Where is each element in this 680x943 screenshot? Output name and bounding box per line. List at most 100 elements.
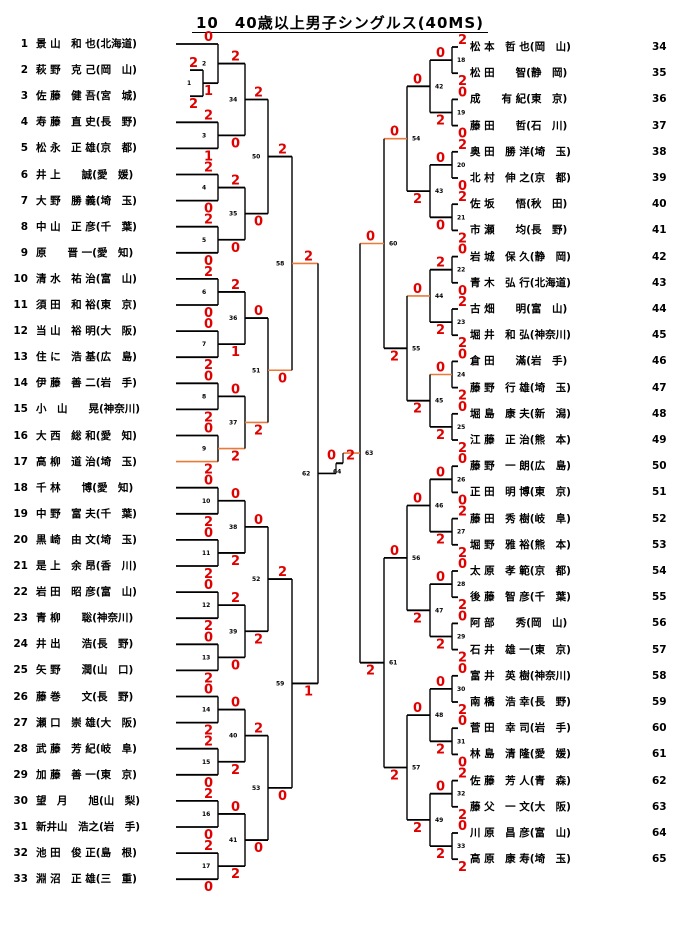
score-label: 0 (458, 493, 467, 508)
match-number: 29 (457, 634, 465, 641)
match-number: 3 (202, 132, 206, 139)
score-label: 0 (436, 218, 445, 233)
player-name: 高 柳 道 治(埼 玉) (36, 455, 137, 468)
score-label: 2 (204, 787, 213, 802)
score-label: 0 (231, 136, 240, 151)
player-number: 33 (13, 873, 28, 886)
player-name: 石 井 雄 一(東 京) (470, 643, 571, 656)
player-name: 井 上 誠(愛 媛) (36, 168, 134, 181)
player-number: 18 (13, 481, 28, 494)
player-number: 10 (13, 272, 28, 285)
score-label: 2 (458, 231, 467, 246)
score-label: 2 (458, 295, 467, 310)
score-label: 2 (231, 591, 240, 606)
score-label: 2 (304, 249, 313, 264)
player-number: 12 (13, 325, 28, 338)
player-name: 萩 野 克 己(岡 山) (36, 64, 137, 77)
score-label: 2 (436, 428, 445, 443)
score-label: 0 (458, 557, 467, 572)
match-number: 38 (229, 524, 237, 531)
score-label: 2 (436, 638, 445, 653)
player-number: 63 (652, 800, 667, 813)
score-label: 2 (204, 463, 213, 478)
match-number: 40 (229, 733, 237, 740)
match-number: 14 (202, 707, 210, 714)
score-label: 2 (204, 619, 213, 634)
score-label: 0 (436, 46, 445, 61)
score-label: 0 (278, 371, 287, 386)
match-number: 31 (457, 738, 465, 745)
match-number: 44 (435, 293, 443, 300)
score-label: 0 (413, 72, 422, 87)
score-label: 0 (458, 347, 467, 362)
player-name: 是 上 余 昂(香 川) (36, 560, 137, 572)
score-label: 0 (204, 317, 213, 332)
player-number: 1 (20, 38, 28, 50)
match-number: 64 (333, 468, 341, 475)
score-label: 0 (458, 609, 467, 624)
player-name: 菅 田 幸 司(岩 手) (470, 722, 571, 735)
player-number: 44 (652, 303, 667, 315)
player-number: 37 (652, 119, 667, 132)
player-name: 瀬 口 崇 雄(大 阪) (36, 716, 137, 729)
player-number: 16 (13, 429, 28, 442)
score-label: 0 (413, 492, 422, 507)
score-label: 0 (458, 85, 467, 100)
score-label: 2 (436, 256, 445, 271)
player-number: 2 (20, 64, 28, 77)
player-number: 64 (652, 827, 667, 839)
score-label: 1 (231, 345, 240, 360)
player-name: 佐 藤 健 吾(宮 城) (36, 90, 137, 103)
match-number: 42 (435, 83, 443, 90)
score-label: 0 (390, 544, 399, 559)
player-name: 藤 巻 文(長 野) (36, 690, 134, 703)
player-name: 寿 藤 直 史(長 野) (36, 116, 137, 129)
score-label: 0 (436, 675, 445, 690)
player-number: 41 (652, 224, 667, 237)
player-number: 34 (652, 41, 667, 53)
player-number: 7 (20, 194, 28, 207)
score-label: 0 (413, 701, 422, 716)
score-label: 2 (413, 611, 422, 626)
player-number: 65 (652, 853, 667, 866)
score-label: 0 (458, 179, 467, 194)
match-number: 4 (202, 185, 206, 192)
match-number: 11 (202, 550, 210, 557)
match-number: 32 (457, 791, 465, 798)
score-label: 2 (204, 108, 213, 123)
score-label: 2 (204, 671, 213, 686)
player-number: 6 (20, 168, 28, 181)
score-label: 2 (231, 174, 240, 189)
player-name: 矢 野 潤(山 口) (36, 664, 134, 677)
score-label: 2 (231, 50, 240, 65)
score-label: 2 (458, 190, 467, 205)
score-label: 0 (204, 828, 213, 843)
score-label: 2 (413, 821, 422, 836)
player-number: 11 (13, 299, 28, 311)
player-name: 佐 坂 悟(秋 田) (470, 198, 568, 211)
score-label: 2 (436, 847, 445, 862)
score-label: 0 (458, 755, 467, 770)
match-number: 48 (435, 712, 443, 719)
match-number: 26 (457, 476, 465, 483)
player-name: 正 田 明 博(東 京) (470, 486, 571, 499)
score-label: 0 (204, 254, 213, 269)
match-number: 15 (202, 759, 210, 766)
score-label: 0 (436, 151, 445, 166)
score-label: 0 (204, 202, 213, 217)
score-label: 2 (231, 450, 240, 465)
player-number: 3 (20, 90, 28, 103)
player-name: 池 田 俊 正(島 根) (36, 847, 137, 860)
score-label: 0 (458, 400, 467, 415)
match-number: 47 (435, 607, 443, 614)
score-label: 0 (204, 474, 213, 489)
player-name: 新井山 浩之(岩 手) (36, 821, 141, 833)
score-label: 0 (231, 382, 240, 397)
match-number: 2 (202, 61, 206, 68)
player-name: 加 藤 善 一(東 京) (36, 768, 137, 781)
player-number: 47 (652, 381, 667, 394)
player-name: 中 野 富 夫(千 葉) (36, 507, 137, 520)
player-name: 堀 野 雅 裕(熊 本) (470, 538, 571, 551)
player-number: 62 (652, 774, 667, 787)
player-name: 須 田 和 裕(東 京) (36, 299, 137, 311)
